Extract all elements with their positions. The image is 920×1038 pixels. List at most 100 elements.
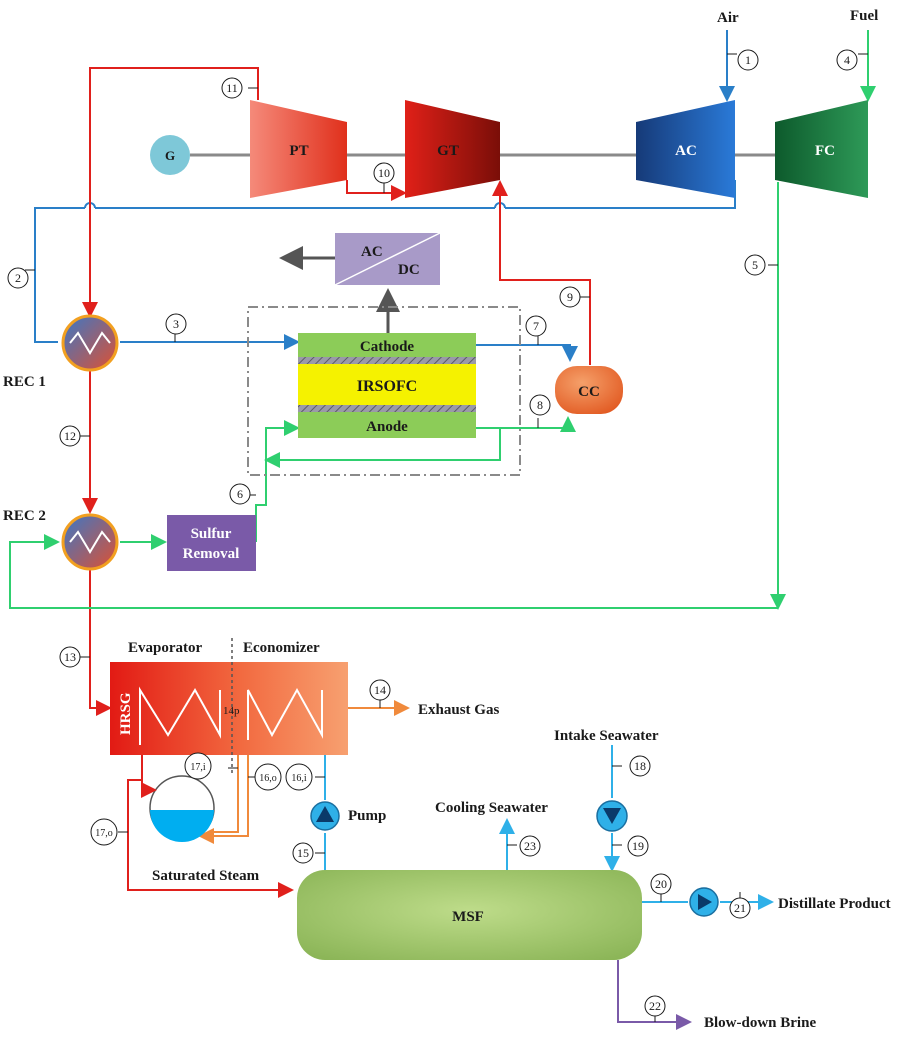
state-point-13: 13 — [59, 646, 81, 668]
rec1-label: REC 1 — [3, 374, 46, 390]
state-number: 8 — [537, 398, 543, 412]
state-point-7: 7 — [525, 315, 547, 337]
state-number: 16,o — [259, 773, 277, 784]
fuel-lines — [9, 30, 876, 610]
pt-label: PT — [289, 143, 308, 159]
state-point-20: 20 — [650, 873, 672, 895]
state-number: 3 — [173, 317, 179, 331]
heat-exchanger-icon — [69, 530, 111, 554]
state-point-23: 23 — [519, 835, 541, 857]
state-point-6: 6 — [229, 483, 251, 505]
hrsg-label: HRSG — [118, 692, 134, 735]
state-number: 13 — [64, 650, 76, 664]
sulfur-label-2: Removal — [183, 546, 240, 562]
rec1 — [61, 314, 119, 372]
distillate-pump — [689, 887, 719, 917]
msf-label: MSF — [452, 909, 484, 925]
state-point-14: 14 — [369, 679, 391, 701]
state-point-9: 9 — [559, 286, 581, 308]
anode-electrolyte — [298, 405, 476, 412]
pump-icon — [603, 808, 621, 824]
economizer-coil — [247, 687, 323, 740]
state-number: 18 — [634, 759, 646, 773]
state-number: 22 — [649, 999, 661, 1013]
intake-pump — [596, 800, 628, 832]
gt-label: GT — [437, 143, 459, 159]
state-number: 9 — [567, 290, 573, 304]
generator-label: G — [165, 148, 175, 163]
irsofc-stack — [298, 364, 476, 405]
fc-label: FC — [815, 143, 835, 159]
state-point-17-o: 17,o — [90, 818, 118, 846]
pinch-label: 14p — [223, 705, 240, 717]
state-number: 17,o — [95, 828, 113, 839]
inverter-divider — [334, 232, 441, 286]
state-number: 15 — [297, 846, 309, 860]
exhaust-label: Exhaust Gas — [418, 702, 499, 718]
anode — [298, 412, 476, 438]
anode-label: Anode — [366, 419, 408, 435]
steam-return — [141, 755, 157, 798]
air-label: Air — [717, 10, 739, 26]
state-point-5: 5 — [744, 254, 766, 276]
evaporator-coil — [139, 686, 221, 745]
economizer-label: Economizer — [243, 640, 320, 656]
state-number: 23 — [524, 839, 536, 853]
state-point-17-i: 17,i — [184, 752, 212, 780]
rec2 — [61, 513, 119, 571]
irsofc-label: IRSOFC — [357, 378, 417, 395]
state-point-1: 1 — [737, 49, 759, 71]
steam-drum — [149, 775, 215, 842]
state-point-16-i: 16,i — [285, 763, 313, 791]
sulfur-label-1: Sulfur — [191, 526, 232, 542]
cc-label: CC — [578, 384, 600, 400]
state-number: 1 — [745, 53, 751, 67]
state-number: 19 — [632, 839, 644, 853]
state-number: 20 — [655, 877, 667, 891]
power-turbine — [250, 100, 347, 198]
state-number: 14 — [374, 683, 386, 697]
state-point-2: 2 — [7, 267, 29, 289]
distillate-label: Distillate Product — [778, 896, 891, 912]
inverter-ac-label: AC — [361, 244, 383, 260]
state-point-8: 8 — [529, 394, 551, 416]
state-point-11: 11 — [221, 77, 243, 99]
state-point-16-o: 16,o — [254, 763, 282, 791]
cathode-electrolyte — [298, 357, 476, 364]
state-point-21: 21 — [729, 897, 751, 919]
pump-icon — [698, 894, 712, 910]
state-point-22: 22 — [644, 995, 666, 1017]
state-number: 7 — [533, 319, 539, 333]
air-lines — [34, 30, 736, 362]
state-number: 21 — [734, 901, 746, 915]
state-point-4: 4 — [836, 49, 858, 71]
cathode-label: Cathode — [360, 339, 415, 355]
gas-lines — [82, 67, 591, 898]
combustion-chamber — [555, 366, 623, 414]
feed-pump — [310, 801, 340, 831]
evaporator-label: Evaporator — [128, 640, 203, 656]
state-number: 11 — [226, 81, 238, 95]
state-point-15: 15 — [292, 842, 314, 864]
fuel-compressor — [775, 100, 868, 198]
state-point-18: 18 — [629, 755, 651, 777]
pump-icon — [316, 806, 334, 822]
intake-label: Intake Seawater — [554, 728, 659, 744]
state-number: 10 — [378, 166, 390, 180]
brine-line — [617, 960, 692, 1030]
state-number: 16,i — [291, 773, 307, 784]
sulfur-removal — [167, 515, 256, 571]
state-point-12: 12 — [59, 425, 81, 447]
state-number: 4 — [844, 53, 850, 67]
fuel-label: Fuel — [850, 8, 878, 24]
state-number: 5 — [752, 258, 758, 272]
gas-turbine — [405, 100, 500, 198]
ac-label: AC — [675, 143, 697, 159]
cathode — [298, 333, 476, 357]
heat-exchanger-icon — [69, 331, 111, 355]
economizer-drum-line — [210, 755, 239, 833]
state-point-3: 3 — [165, 313, 187, 335]
rec2-label: REC 2 — [3, 508, 46, 524]
state-number: 2 — [15, 271, 21, 285]
inverter-dc-label: DC — [398, 262, 420, 278]
